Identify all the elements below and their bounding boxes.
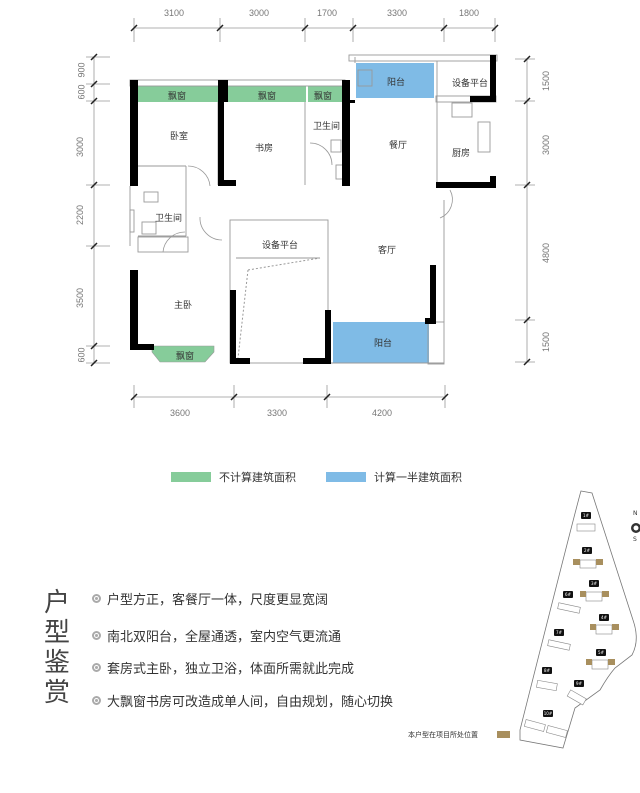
bullet-icon bbox=[92, 631, 101, 640]
section-title: 户型鉴赏 bbox=[40, 588, 74, 708]
dim-left-2: 600 bbox=[76, 84, 87, 100]
feature-text: 南北双阳台，全屋通透，室内空气更流通 bbox=[107, 630, 342, 645]
legend-blue-label: 计算一半建筑面积 bbox=[374, 471, 462, 484]
location-swatch bbox=[497, 731, 510, 738]
dim-left-6: 600 bbox=[76, 347, 87, 363]
feature-item-1: 户型方正，客餐厅一体，尺度更显宽阔 bbox=[92, 589, 328, 608]
dim-top-4: 3300 bbox=[387, 8, 408, 18]
feature-text: 大飘窗书房可改造成单人间，自由规划，随心切换 bbox=[107, 695, 394, 710]
room-master-bedroom: 主卧 bbox=[174, 301, 193, 311]
room-equipment-platform-1: 设备平台 bbox=[452, 79, 489, 89]
room-bedroom: 卧室 bbox=[170, 132, 189, 142]
legend-green-swatch bbox=[171, 472, 211, 482]
bullet-icon bbox=[92, 663, 101, 672]
room-bay-window-master: 飘窗 bbox=[176, 352, 195, 362]
compass-n: N bbox=[633, 510, 638, 517]
building-tag-1: 1# bbox=[581, 512, 591, 519]
dim-right-1: 1500 bbox=[541, 70, 552, 92]
room-bay-window-3: 飘窗 bbox=[314, 92, 333, 102]
feature-item-4: 大飘窗书房可改造成单人间，自由规划，随心切换 bbox=[92, 691, 393, 710]
dim-bottom-2: 3300 bbox=[267, 408, 288, 418]
building-tag-8: 8# bbox=[542, 667, 552, 674]
dim-top-1: 3100 bbox=[164, 8, 185, 18]
room-balcony-north: 阳台 bbox=[387, 78, 406, 88]
bullet-icon bbox=[92, 696, 101, 705]
room-living: 客厅 bbox=[378, 246, 397, 256]
site-outline bbox=[519, 490, 640, 749]
floor-plan-drawing bbox=[86, 18, 535, 408]
dim-top-5: 1800 bbox=[459, 8, 480, 18]
dim-top-3: 1700 bbox=[317, 8, 338, 18]
site-map: 1# 2# 3# 4# 5# 6# 7# 8# 9# 10# N S 本户型在项… bbox=[400, 490, 640, 790]
room-bay-window-1: 飘窗 bbox=[168, 92, 187, 102]
location-label: 本户型在项目所处位置 bbox=[408, 731, 478, 739]
building-tag-7: 7# bbox=[554, 629, 564, 636]
room-dining: 餐厅 bbox=[389, 141, 408, 151]
room-bay-window-2: 飘窗 bbox=[258, 92, 277, 102]
dim-left-5: 3500 bbox=[75, 287, 86, 309]
section-title-text: 户型鉴赏 bbox=[43, 588, 70, 708]
building-tag-3: 3# bbox=[589, 580, 599, 587]
bullet-icon bbox=[92, 594, 101, 603]
building-tag-10: 10# bbox=[543, 710, 553, 717]
room-bathroom-2: 卫生间 bbox=[155, 214, 183, 224]
room-kitchen: 厨房 bbox=[452, 149, 471, 159]
building-tag-6: 6# bbox=[563, 591, 573, 598]
building-tag-9: 9# bbox=[574, 680, 584, 687]
dim-bottom-3: 4200 bbox=[372, 408, 393, 418]
feature-item-2: 南北双阳台，全屋通透，室内空气更流通 bbox=[92, 626, 341, 645]
legend-green-label: 不计算建筑面积 bbox=[219, 471, 296, 484]
compass-s: S bbox=[633, 536, 637, 543]
floor-plan: 3100 3000 1700 3300 1800 3600 3300 4200 … bbox=[75, 8, 552, 418]
room-balcony-south: 阳台 bbox=[374, 339, 393, 349]
feature-text: 套房式主卧，独立卫浴，体面所需就此完成 bbox=[107, 662, 355, 677]
feature-text: 户型方正，客餐厅一体，尺度更显宽阔 bbox=[107, 593, 329, 608]
dim-right-4: 1500 bbox=[541, 331, 552, 353]
building-tag-5: 5# bbox=[596, 649, 606, 656]
legend-blue-swatch bbox=[326, 472, 366, 482]
dim-top-2: 3000 bbox=[249, 8, 270, 18]
dim-left-4: 2200 bbox=[75, 204, 86, 226]
dim-left-1: 900 bbox=[76, 62, 87, 78]
feature-item-3: 套房式主卧，独立卫浴，体面所需就此完成 bbox=[92, 658, 354, 677]
dim-bottom-1: 3600 bbox=[170, 408, 191, 418]
dim-left-3: 3000 bbox=[75, 136, 86, 158]
legend: 不计算建筑面积 计算一半建筑面积 bbox=[0, 460, 640, 490]
room-study: 书房 bbox=[255, 144, 274, 154]
dim-right-3: 4800 bbox=[541, 242, 552, 264]
room-equipment-platform-2: 设备平台 bbox=[262, 241, 299, 251]
dim-right-2: 3000 bbox=[541, 134, 552, 156]
building-tag-2: 2# bbox=[582, 547, 592, 554]
building-tag-4: 4# bbox=[599, 614, 609, 621]
room-bathroom-1: 卫生间 bbox=[313, 122, 341, 132]
